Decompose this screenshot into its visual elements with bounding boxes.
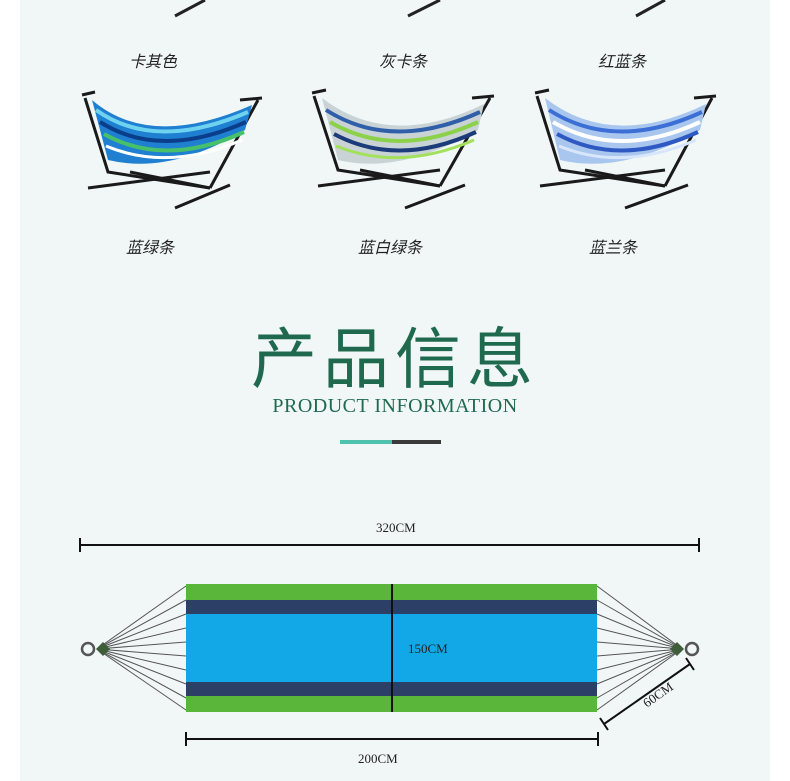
dimension-line-total	[79, 538, 700, 552]
cropped-stand-1	[174, 0, 206, 18]
title-divider	[340, 440, 441, 444]
variant-label-blue-green: 蓝绿条	[125, 238, 174, 257]
dimension-total-length: 320CM	[376, 520, 416, 535]
dimension-line-bed	[185, 732, 599, 746]
dimension-width: 150CM	[408, 641, 448, 656]
section-title-en: PRODUCT INFORMATION	[272, 395, 518, 417]
hammock-image-blue-blue	[534, 88, 717, 210]
dimension-line-depth	[599, 657, 695, 731]
hammock-image-blue-white-green	[311, 88, 495, 210]
ring-right	[670, 641, 700, 657]
hammock-strings-left	[96, 585, 187, 711]
section-title-cn: 产品信息	[251, 321, 539, 398]
cropped-stand-3	[635, 0, 666, 18]
cropped-stand-2	[407, 0, 441, 18]
ring-left	[80, 641, 110, 657]
hammock-image-blue-green	[81, 90, 263, 210]
variant-label-grey-khaki: 灰卡条	[378, 52, 427, 71]
variant-label-red-blue: 红蓝条	[597, 52, 646, 71]
hammock-bed	[186, 584, 597, 712]
variant-label-khaki: 卡其色	[128, 52, 177, 71]
hammock-strings-right	[596, 585, 683, 711]
variant-label-blue-white-green: 蓝白绿条	[357, 238, 422, 257]
variant-label-blue-blue: 蓝兰条	[588, 238, 637, 257]
dimension-bed-length: 200CM	[358, 751, 398, 766]
